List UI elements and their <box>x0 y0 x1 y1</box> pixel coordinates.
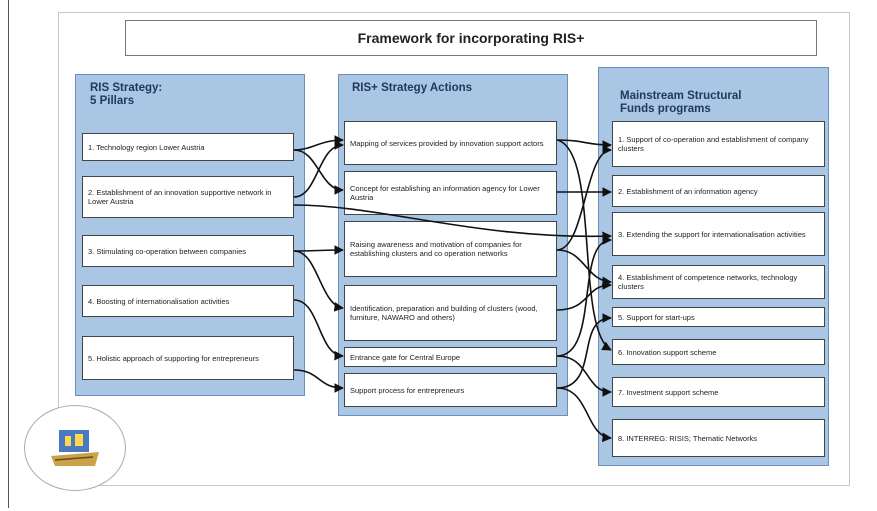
ris-strategy-title: RIS Strategy: 5 Pillars <box>90 82 163 107</box>
region-logo <box>24 405 126 491</box>
arrow-pillar1-to-action1 <box>293 135 344 151</box>
arrow-action6-to-program8 <box>556 387 612 443</box>
arrow-action1-to-program6 <box>556 139 612 351</box>
action-building-clusters: Identification, preparation and building… <box>344 285 557 341</box>
pillar-2: 2. Establishment of an innovation suppor… <box>82 176 294 218</box>
program-4: 4. Establishment of competence networks,… <box>612 265 825 299</box>
action-entrance-gate: Entrance gate for Central Europe <box>344 347 557 367</box>
action-mapping-services: Mapping of services provided by innovati… <box>344 121 557 165</box>
pillar-4: 4. Boosting of internationalisation acti… <box>82 285 294 317</box>
program-3: 3. Extending the support for internation… <box>612 212 825 256</box>
program-6: 6. Innovation support scheme <box>612 339 825 365</box>
arrow-action6-to-program5 <box>556 313 612 389</box>
arrow-pillar2-to-action1 <box>293 140 344 198</box>
structural-funds-title: Mainstream Structural Funds programs <box>620 90 742 115</box>
program-1: 1. Support of co-operation and establish… <box>612 121 825 167</box>
pillar-1: 1. Technology region Lower Austria <box>82 133 294 161</box>
arrow-action1-to-program1 <box>556 139 612 150</box>
page-frame <box>8 0 875 508</box>
slide-border <box>58 12 850 486</box>
pillar-5: 5. Holistic approach of supporting for e… <box>82 336 294 380</box>
program-5: 5. Support for start-ups <box>612 307 825 327</box>
arrow-action3-to-program1 <box>556 145 612 251</box>
program-2: 2. Establishment of an information agenc… <box>612 175 825 207</box>
action-information-agency: Concept for establishing an information … <box>344 171 557 215</box>
arrow-pillar3-to-action3 <box>293 245 344 255</box>
program-8: 8. INTERREG: RISIS; Thematic Networks <box>612 419 825 457</box>
program-7: 7. Investment support scheme <box>612 377 825 407</box>
arrow-action4-to-program4 <box>556 280 612 311</box>
arrow-action5-to-program3 <box>556 235 612 357</box>
arrow-pillar5-to-action6 <box>293 369 344 393</box>
action-raising-awareness: Raising awareness and motivation of comp… <box>344 221 557 277</box>
pillar-3: 3. Stimulating co-operation between comp… <box>82 235 294 267</box>
arrow-action5-to-program7 <box>556 355 612 397</box>
arrow-pillar3-to-action4 <box>293 250 344 312</box>
ris-plus-actions-title: RIS+ Strategy Actions <box>352 82 473 94</box>
action-support-entrepreneurs: Support process for entrepreneurs <box>344 373 557 407</box>
arrow-pillar2-to-program3 <box>293 204 612 242</box>
arrow-pillar4-to-action5 <box>293 299 344 361</box>
logo-emblem-icon <box>51 430 99 466</box>
arrow-action3-to-program4 <box>556 249 612 287</box>
diagram-title: Framework for incorporating RIS+ <box>125 20 817 56</box>
